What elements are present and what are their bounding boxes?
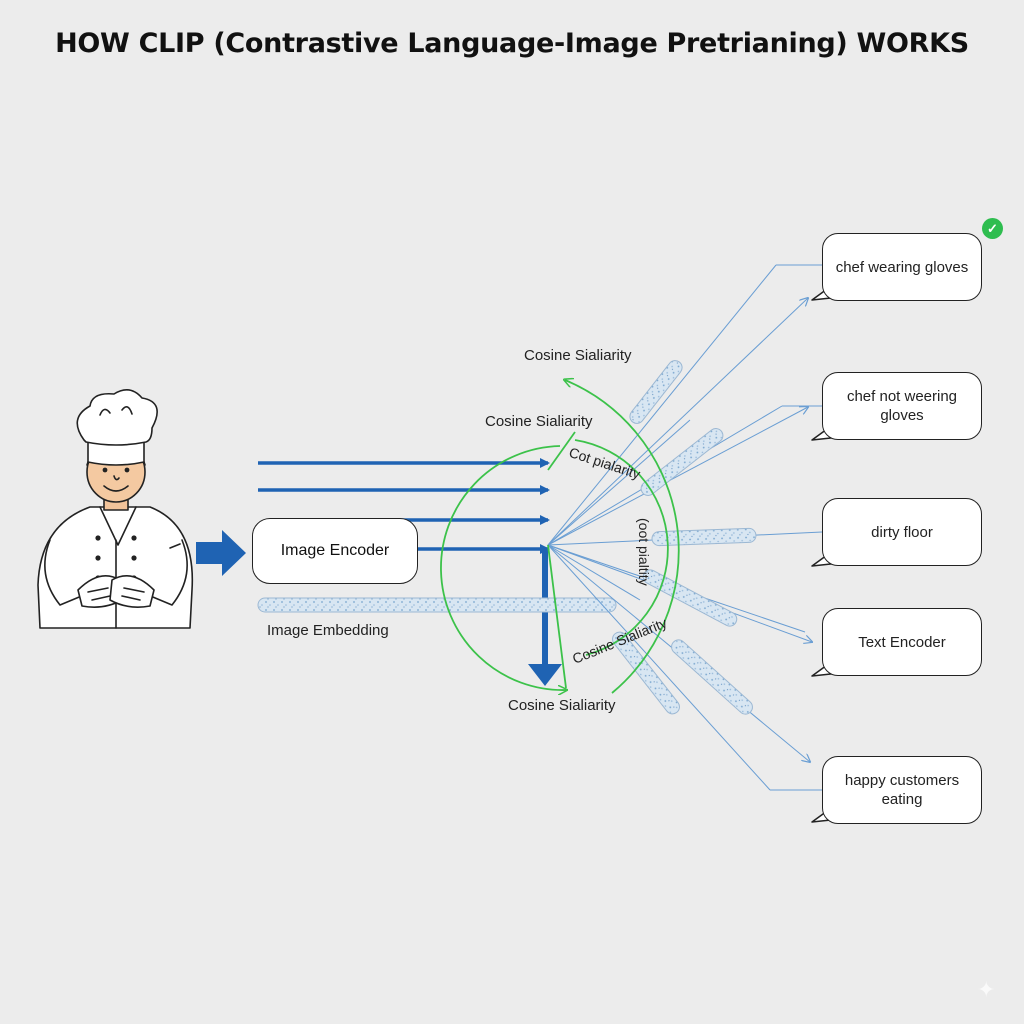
sparkle-icon: ✦ [977, 977, 996, 1002]
caption-text-1: chef wearing gloves [835, 258, 969, 276]
caption-text-3: dirty floor [871, 523, 933, 541]
similarity-label-1: Cosine Sialiarity [524, 347, 632, 364]
caption-text-4: Text Encoder [858, 633, 946, 651]
embedding-arrows [258, 458, 550, 670]
image-encoder-box: Image Encoder [252, 518, 418, 584]
image-embedding-bar [257, 597, 617, 613]
checkmark-icon: ✓ [982, 218, 1003, 239]
similarity-label-4: (oot pialtity [636, 518, 652, 586]
caption-text-2: chef not weering gloves [846, 388, 958, 424]
caption-bubble-3: dirty floor [822, 498, 982, 566]
down-arrow-head [528, 664, 562, 686]
chef-illustration [37, 389, 194, 629]
caption-bubble-2: chef not weering gloves [822, 372, 982, 440]
caption-text-5: happy customers eating [844, 772, 960, 808]
similarity-rays [547, 264, 823, 791]
similarity-arcs [440, 380, 680, 693]
caption-bubble-1: chef wearing gloves [822, 233, 982, 301]
image-embedding-label: Image Embedding [267, 622, 389, 639]
caption-bubble-4: Text Encoder [822, 608, 982, 676]
page-title: HOW CLIP (Contrastive Language-Image Pre… [55, 28, 969, 59]
similarity-label-6: Cosine Sialiarity [508, 697, 616, 714]
arrow-right-icon [196, 530, 246, 576]
text-embedding-bars [612, 360, 757, 715]
caption-bubble-5: happy customers eating [822, 756, 982, 824]
image-encoder-label: Image Encoder [280, 542, 390, 559]
similarity-label-2: Cosine Sialiarity [485, 413, 593, 430]
